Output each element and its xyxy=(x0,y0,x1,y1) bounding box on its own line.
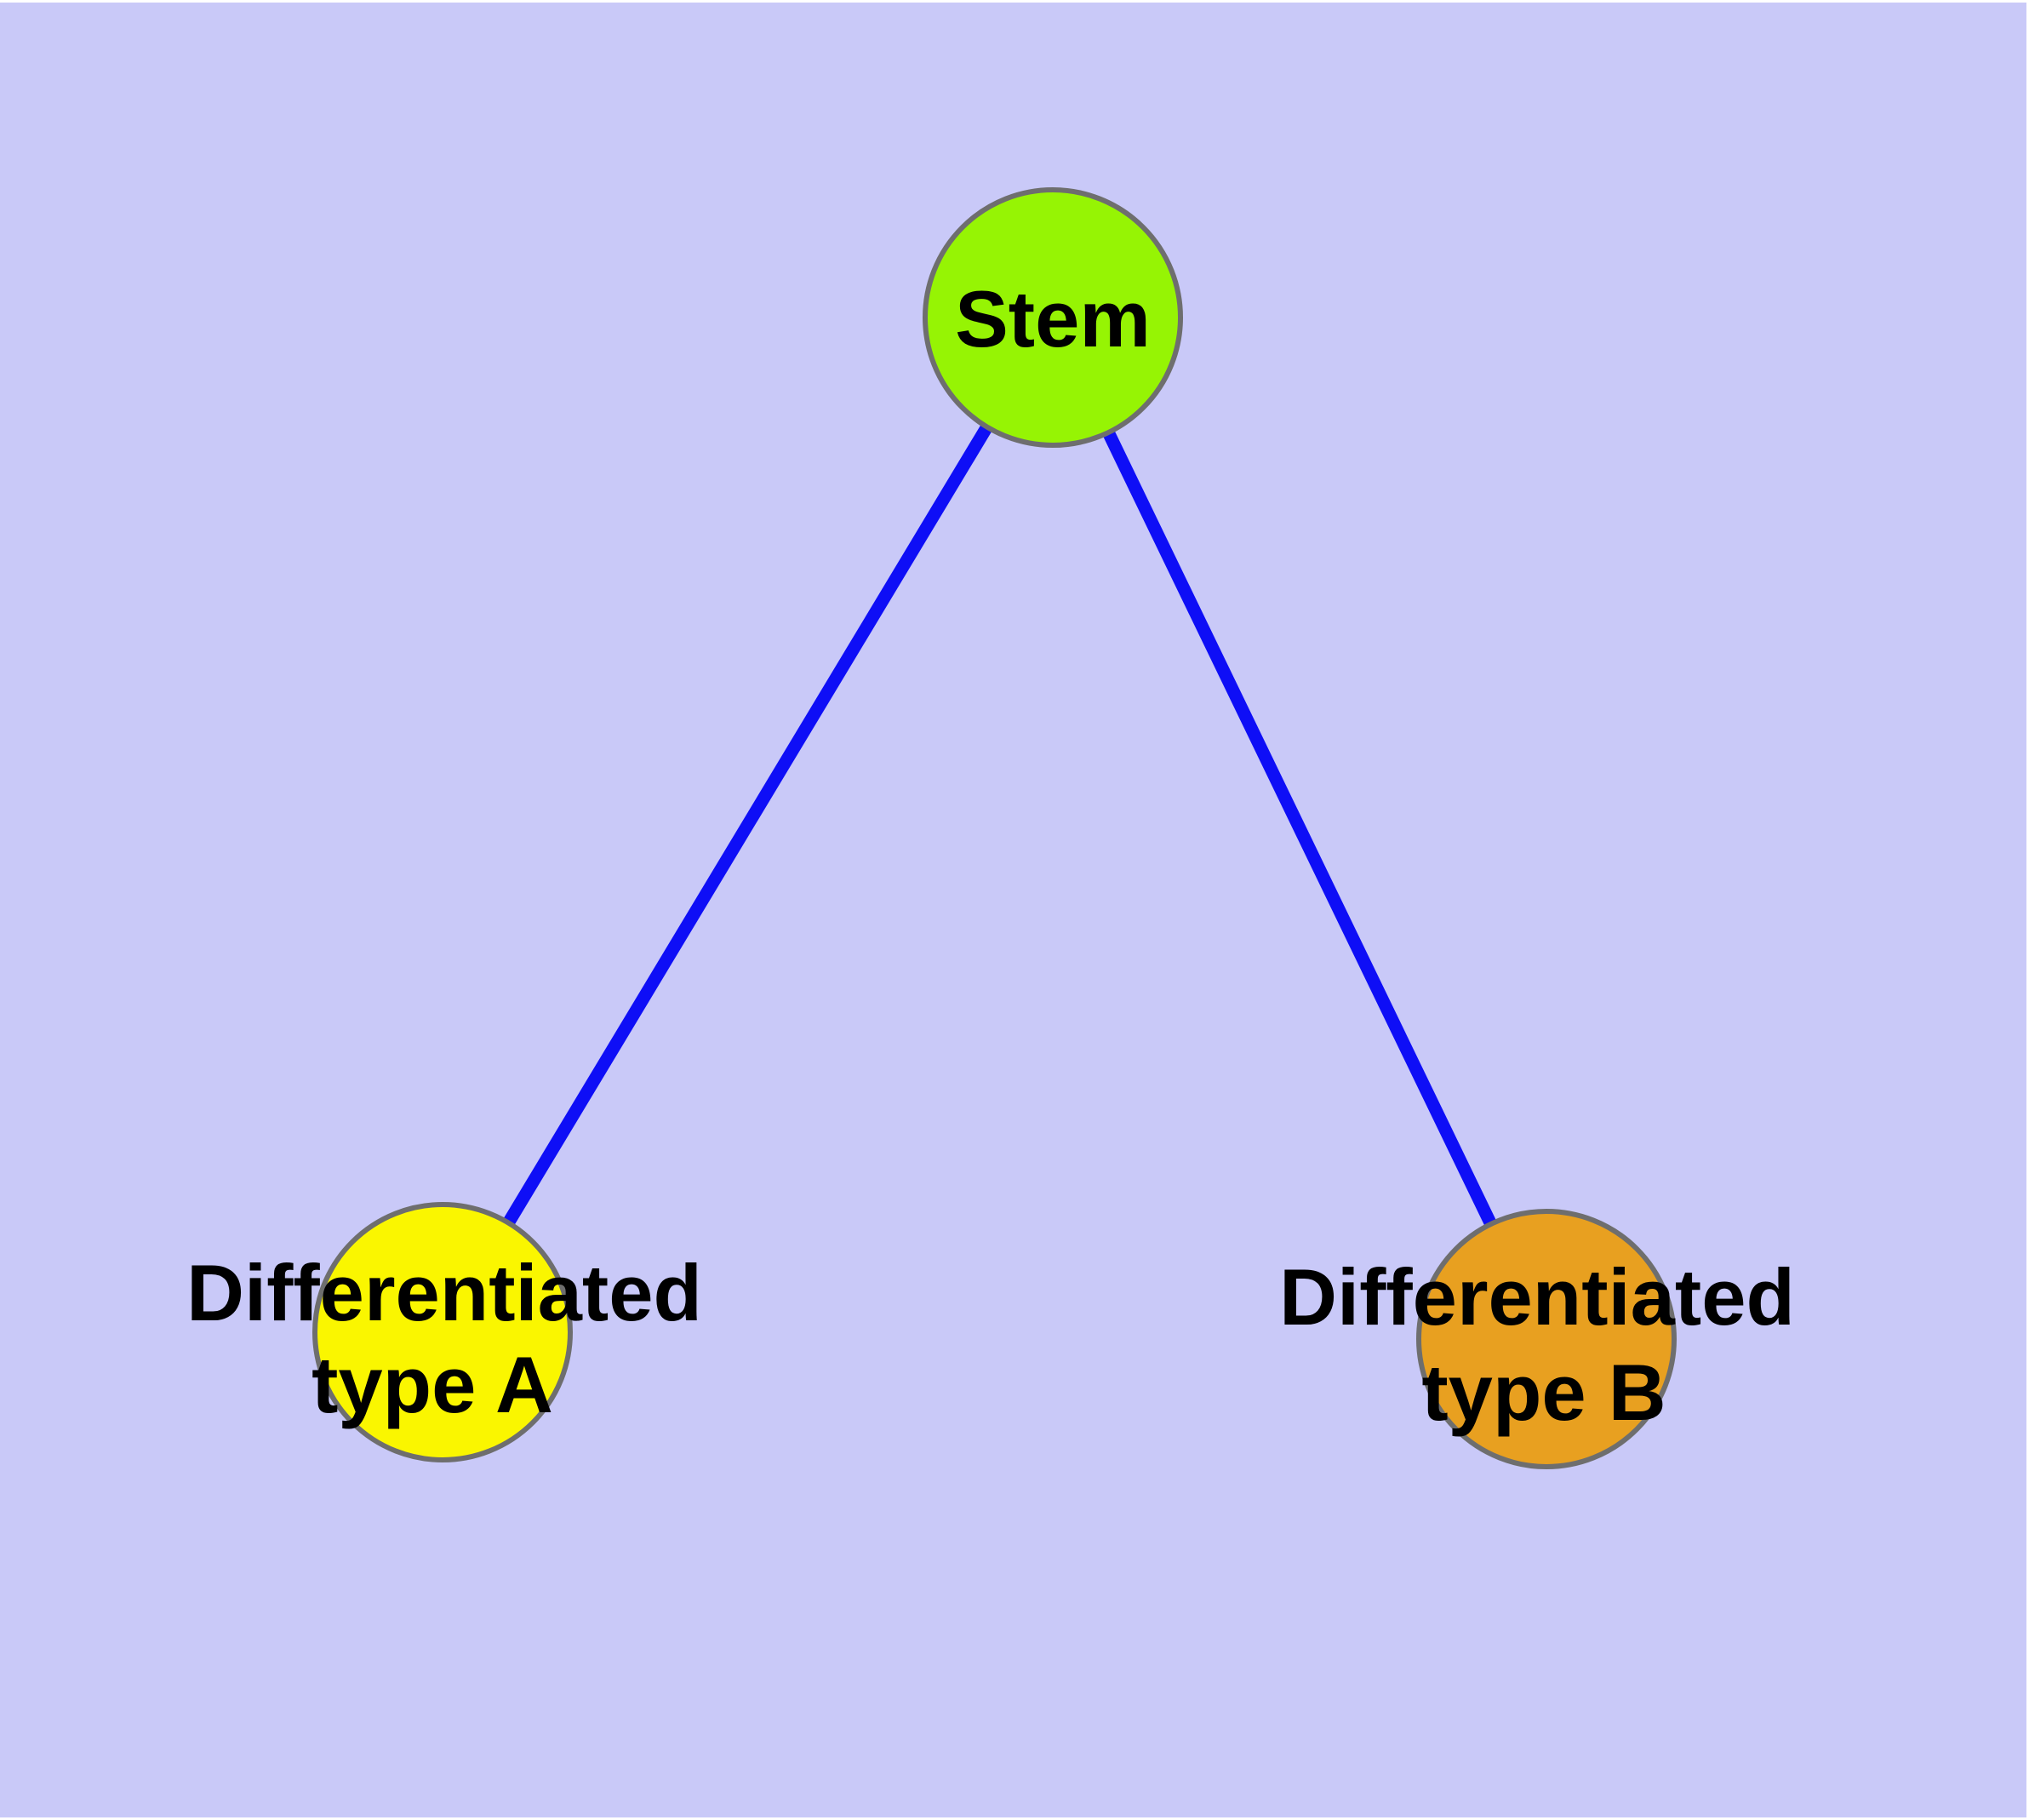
node-stem: Stem xyxy=(923,187,1183,448)
edge-group xyxy=(437,314,1552,1342)
node-type-a-circle xyxy=(312,1202,573,1462)
node-type-a-label-line2: type A xyxy=(311,1340,553,1429)
node-type-a: Differentiated type A xyxy=(186,1202,702,1462)
node-type-b-circle xyxy=(1416,1209,1677,1469)
node-stem-label: Stem xyxy=(955,274,1151,363)
node-type-b-label-line2: type B xyxy=(1421,1348,1666,1437)
node-type-b-label-line1: Differentiated xyxy=(1279,1252,1795,1342)
node-type-b: Differentiated type B xyxy=(1279,1209,1795,1469)
edge-stem-to-type-b xyxy=(1047,314,1552,1342)
node-type-a-label-line1: Differentiated xyxy=(186,1248,702,1337)
node-stem-circle xyxy=(923,187,1183,448)
edge-stem-to-type-a xyxy=(437,314,1059,1336)
